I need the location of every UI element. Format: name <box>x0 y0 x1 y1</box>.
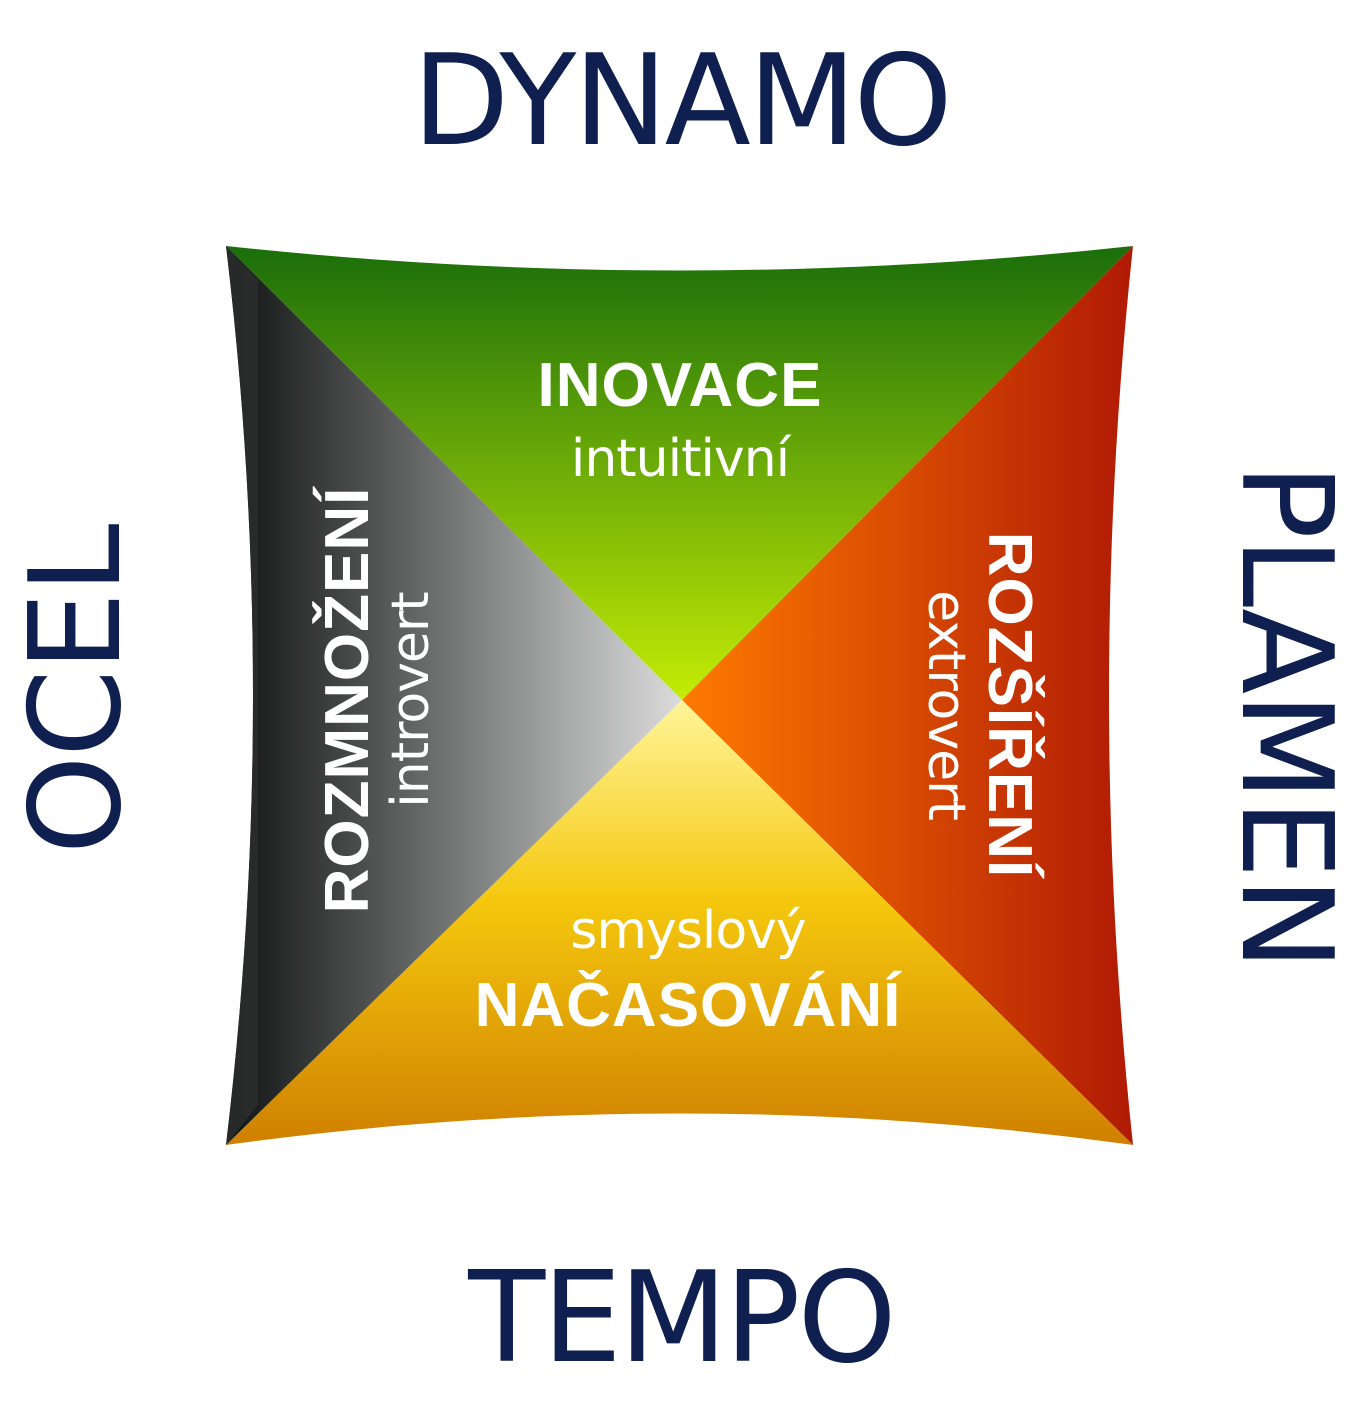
label-bottom: TEMPO <box>468 1244 896 1391</box>
quadrant-bottom-title: NAČASOVÁNÍ <box>474 971 902 1040</box>
quadrant-left-shape <box>226 246 682 1145</box>
quadrant-right-text: ROZŠÍŘENÍ extrovert <box>916 531 1044 879</box>
quadrant-bottom-shape <box>226 700 1133 1145</box>
left-edge-band <box>226 246 258 1145</box>
quadrant-top-shape <box>226 246 1133 700</box>
quadrant-left-subtitle: introvert <box>381 592 441 808</box>
quadrant-right-subtitle: extrovert <box>916 590 976 820</box>
quadrant-top-title: INOVACE <box>537 351 823 420</box>
label-right: PLAMEN <box>1213 463 1360 969</box>
quadrant-left-title: ROZMNOŽENÍ <box>313 486 382 914</box>
quadrant-top-text: INOVACE intuitivní <box>537 351 823 489</box>
quadrant-right-shape <box>682 246 1133 1145</box>
quadrant-bottom-text: smyslový NAČASOVÁNÍ <box>475 905 902 1037</box>
quadrant-top-subtitle: intuitivní <box>570 429 790 489</box>
quadrant-right-title: ROZŠÍŘENÍ <box>975 531 1044 879</box>
label-top: DYNAMO <box>412 27 952 174</box>
quadrant-left-text: ROZMNOŽENÍ introvert <box>313 486 441 914</box>
label-left: OCEL <box>2 525 149 855</box>
quadrant-bottom-subtitle: smyslový <box>570 901 806 961</box>
